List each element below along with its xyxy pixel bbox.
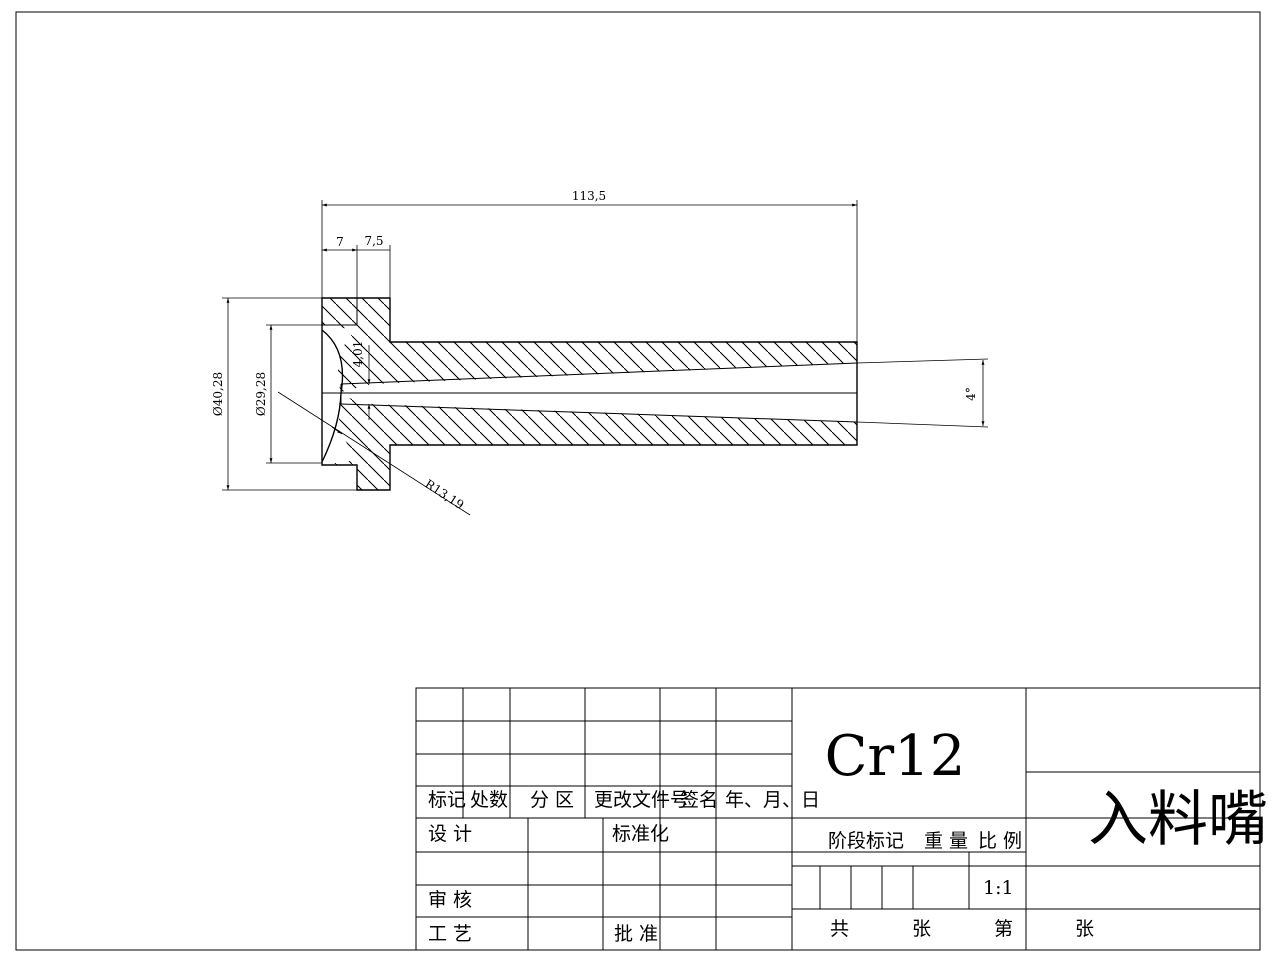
dim-flange-left: 7 xyxy=(336,235,344,249)
spherical-seat xyxy=(321,329,344,463)
dim-flange-right: 7,5 xyxy=(364,234,383,248)
label-review: 审 核 xyxy=(428,889,472,911)
rev-signature: 签名 xyxy=(680,789,718,811)
rev-zone: 分 区 xyxy=(530,789,574,811)
dim-bore: 4,01 xyxy=(351,341,365,368)
label-ratio: 比 例 xyxy=(978,830,1022,852)
part-name: 入料嘴 xyxy=(1088,785,1268,855)
label-total: 共 xyxy=(830,918,849,940)
label-process: 工 艺 xyxy=(428,923,472,945)
material: Cr12 xyxy=(825,724,966,789)
label-approve: 批 准 xyxy=(614,923,658,945)
rev-date: 年、月、日 xyxy=(725,789,820,811)
rev-count: 处数 xyxy=(470,789,508,811)
lower-section-hatch xyxy=(322,396,857,490)
dim-taper-angle: 4° xyxy=(964,387,978,401)
label-design: 设 计 xyxy=(428,823,472,845)
part-section-view xyxy=(321,297,858,491)
label-sheet-unit-2: 张 xyxy=(1075,918,1094,940)
dim-total-length: 113,5 xyxy=(572,189,606,203)
dimensions: 113,5 7 7,5 Ø40,28 Ø29,28 4,01 R13,19 4° xyxy=(211,189,989,516)
dim-outer-diameter: Ø40,28 xyxy=(211,372,225,416)
label-sheet-no: 第 xyxy=(994,918,1013,940)
label-stage-mark: 阶段标记 xyxy=(828,830,904,852)
dim-radius: R13,19 xyxy=(422,477,466,512)
rev-doc-no: 更改文件号 xyxy=(594,789,689,811)
upper-section-hatch xyxy=(322,298,857,392)
part-outline xyxy=(321,297,858,491)
label-standardization: 标准化 xyxy=(612,823,669,845)
label-weight: 重 量 xyxy=(924,830,968,852)
rev-mark: 标记 xyxy=(428,789,466,811)
scale-value: 1:1 xyxy=(983,877,1014,899)
dim-inner-diameter: Ø29,28 xyxy=(254,372,268,416)
label-sheet-unit: 张 xyxy=(912,918,931,940)
title-block: 标记 处数 分 区 更改文件号 签名 年、月、日 设 计 标准化 审 核 工 艺… xyxy=(415,687,1268,951)
